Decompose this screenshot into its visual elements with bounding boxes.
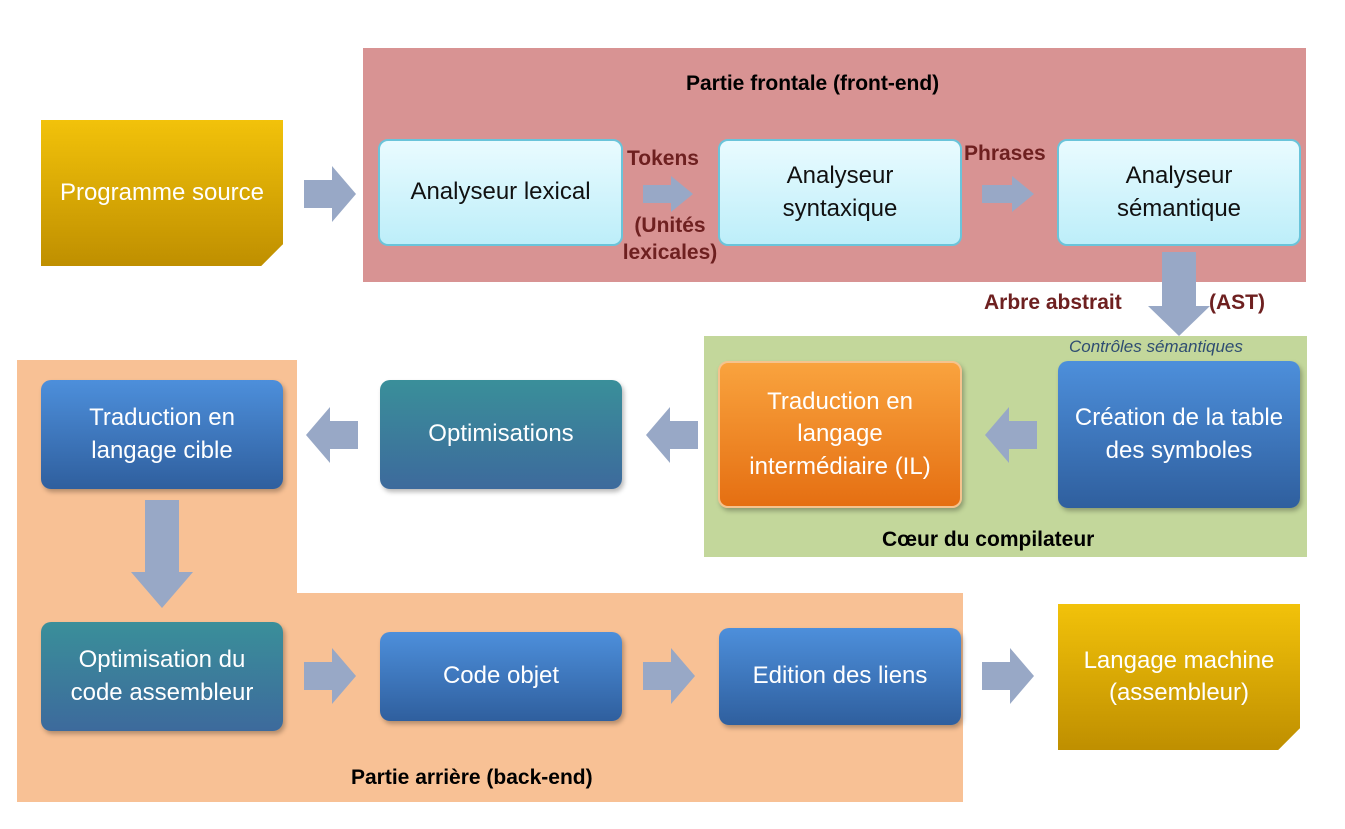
semantic-analyzer-label: Analyseur sémantique: [1116, 162, 1242, 222]
arrow-left-optim: [306, 407, 358, 463]
arrow-left-il: [646, 407, 698, 463]
source-program-node: Programme source: [41, 120, 283, 266]
arrow-right-tokens: [643, 176, 693, 212]
symbol-table-label: Création de la table des symboles: [1074, 404, 1284, 464]
link-edition-node: Edition des liens: [719, 628, 961, 725]
front-end-title: Partie frontale (front-end): [686, 72, 940, 95]
abstract-tree-label: Arbre abstrait: [984, 291, 1122, 314]
phrases-label: Phrases: [964, 142, 1046, 165]
target-language-label: Traduction en langage cible: [89, 404, 235, 464]
arrow-right-object: [643, 648, 695, 704]
link-edition-label: Edition des liens: [752, 662, 928, 690]
back-end-title: Partie arrière (back-end): [351, 766, 593, 789]
compiler-core-title: Cœur du compilateur: [882, 528, 1095, 551]
arrow-right-link: [982, 648, 1034, 704]
arrow-right-phrases: [982, 176, 1034, 212]
arrow-right-source: [304, 166, 356, 222]
ast-label: (AST): [1209, 291, 1265, 314]
lexical-units-label: (Unités lexicales): [622, 214, 718, 265]
syntax-analyzer-label: Analyseur syntaxique: [782, 162, 898, 222]
arrow-down-ast: [1148, 252, 1210, 336]
intermediate-language-label: Traduction en langage intermédiaire (IL): [749, 387, 931, 480]
optimisations-node: Optimisations: [380, 380, 622, 489]
object-code-label: Code objet: [442, 662, 560, 690]
intermediate-language-node: Traduction en langage intermédiaire (IL): [718, 361, 962, 508]
machine-language-label: Langage machine (assembleur): [1083, 646, 1275, 706]
optimisations-label: Optimisations: [428, 420, 574, 448]
syntax-analyzer-node: Analyseur syntaxique: [718, 139, 962, 246]
assembler-optimisation-node: Optimisation du code assembleur: [41, 622, 283, 731]
assembler-optimisation-label: Optimisation du code assembleur: [70, 646, 254, 706]
lexical-analyzer-node: Analyseur lexical: [378, 139, 623, 246]
machine-language-node: Langage machine (assembleur): [1058, 604, 1300, 750]
semantic-analyzer-node: Analyseur sémantique: [1057, 139, 1301, 246]
object-code-node: Code objet: [380, 632, 622, 721]
semantic-controls-label: Contrôles sémantiques: [1069, 337, 1243, 356]
source-program-label: Programme source: [59, 178, 265, 206]
symbol-table-node: Création de la table des symboles: [1058, 361, 1300, 508]
lexical-analyzer-label: Analyseur lexical: [410, 178, 591, 206]
target-language-node: Traduction en langage cible: [41, 380, 283, 489]
arrow-right-asm: [304, 648, 356, 704]
arrow-left-symbols: [985, 407, 1037, 463]
arrow-down-target: [131, 500, 193, 608]
tokens-label: Tokens: [627, 147, 699, 170]
